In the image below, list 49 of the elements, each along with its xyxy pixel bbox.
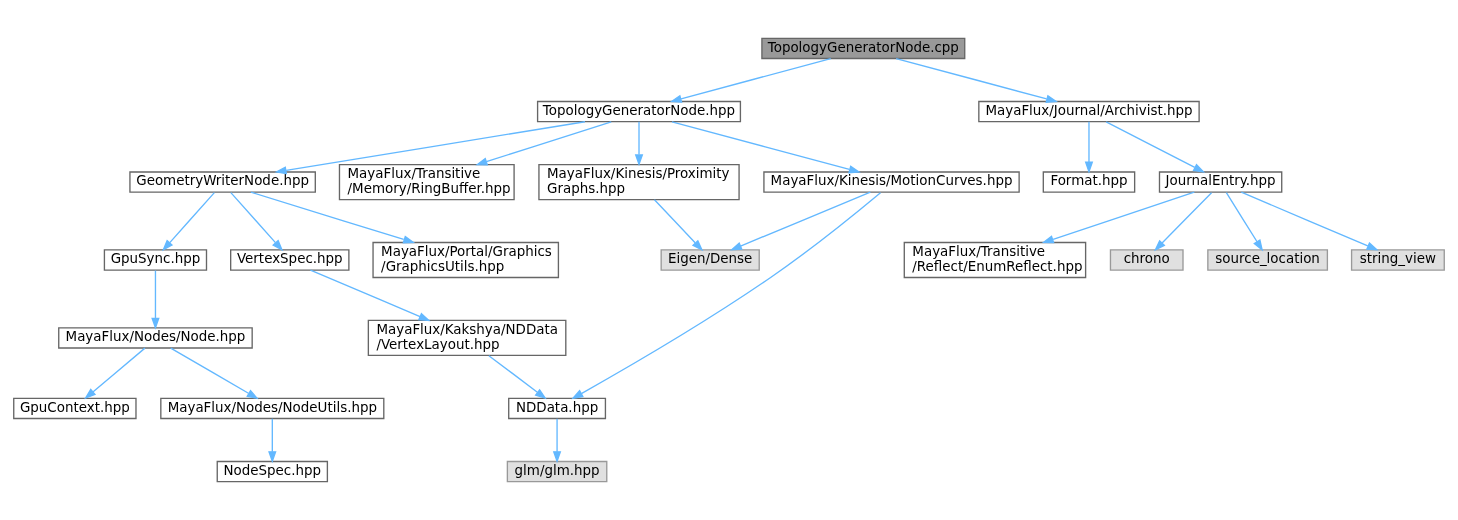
arrow — [671, 121, 861, 174]
arrow — [268, 418, 277, 464]
node-box: JournalEntry.hpp — [1158, 171, 1283, 193]
node-box: VertexSpec.hpp — [230, 249, 350, 271]
node-box: TopologyGeneratorNode.cpp — [761, 37, 966, 60]
node-box: Eigen/Dense — [660, 249, 760, 271]
node-box: MayaFlux/Kinesis/MotionCurves.hpp — [763, 171, 1020, 193]
arrow — [488, 355, 547, 400]
arrow — [1105, 121, 1206, 173]
node-box: Format.hpp — [1042, 171, 1136, 193]
arrow — [274, 121, 586, 175]
arrow — [475, 121, 612, 166]
arrow — [552, 418, 562, 464]
arrow — [669, 57, 832, 103]
node-box: MayaFlux/Kakshya/NDData /VertexLayout.hpp — [367, 319, 567, 357]
node-box: MayaFlux/Nodes/NodeUtils.hpp — [160, 397, 385, 420]
arrow — [1225, 192, 1264, 252]
node-box: glm/glm.hpp — [506, 460, 608, 483]
node-box: source_location — [1207, 249, 1329, 271]
arrow — [230, 192, 284, 252]
node-box: MayaFlux/Portal/Graphics /GraphicsUtils.hpp — [372, 241, 560, 279]
node-box: GpuContext.hpp — [13, 397, 137, 420]
arrow — [895, 57, 1059, 103]
arrow — [653, 199, 704, 252]
arrow — [84, 347, 146, 400]
node-box: NDData.hpp — [508, 397, 607, 420]
arrow — [571, 192, 882, 400]
node-box: MayaFlux/Journal/Archivist.hpp — [978, 100, 1200, 123]
arrow — [634, 121, 644, 167]
node-box: MayaFlux/Transitive /Reflect/EnumReflect.hpp — [903, 241, 1087, 279]
arrow — [250, 191, 416, 244]
node-box: GpuSync.hpp — [103, 249, 208, 271]
arrow — [170, 347, 259, 400]
node-box: NodeSpec.hpp — [216, 460, 329, 483]
node-box: MayaFlux/Kinesis/Proximity Graphs.hpp — [538, 163, 740, 201]
arrow — [1154, 192, 1213, 252]
node-box: string_view — [1350, 249, 1445, 271]
node-box: chrono — [1109, 249, 1184, 271]
arrow — [309, 269, 431, 322]
arrow — [1240, 191, 1379, 251]
node-box: MayaFlux/Transitive /Memory/RingBuffer.hpp — [338, 163, 515, 201]
node-box: TopologyGeneratorNode.hpp — [536, 100, 742, 123]
arrow — [729, 191, 872, 251]
arrow — [151, 269, 160, 330]
arrow — [1041, 191, 1195, 244]
arrow — [162, 192, 216, 252]
node-box: MayaFlux/Nodes/Node.hpp — [58, 327, 253, 349]
arrow — [1084, 121, 1094, 174]
node-box: GeometryWriterNode.hpp — [129, 171, 316, 193]
